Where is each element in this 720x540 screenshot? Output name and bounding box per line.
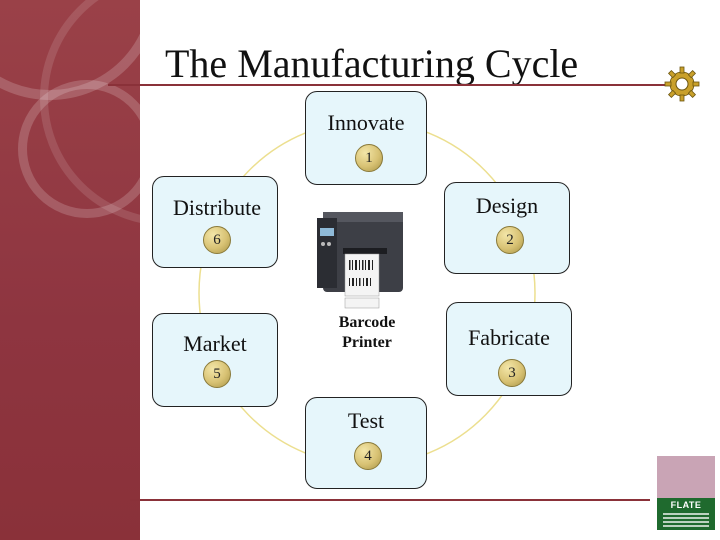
flate-logo: FLATE: [656, 455, 716, 531]
cycle-node-design: Design 2: [444, 182, 570, 274]
title-divider: [108, 84, 668, 86]
logo-name: FLATE: [670, 500, 702, 510]
printer-caption-line: Printer: [342, 334, 392, 351]
node-label: Distribute: [173, 195, 261, 220]
printer-caption-line: Barcode: [338, 314, 396, 331]
node-label: Design: [475, 193, 539, 218]
slide-title: The Manufacturing Cycle: [165, 41, 579, 86]
cycle-node-fabricate: Fabricate 3: [446, 302, 572, 396]
barcode-printer-icon: [317, 212, 403, 309]
cycle-node-distribute: Distribute 6: [152, 176, 278, 268]
step-badge: 1: [355, 144, 383, 172]
step-badge: 5: [203, 360, 231, 388]
node-label: Market: [183, 331, 247, 356]
printer-caption: Barcode Printer: [312, 313, 422, 353]
step-badge: 3: [498, 359, 526, 387]
logo-graphic: [657, 456, 715, 498]
footer-divider: [130, 499, 650, 501]
node-label: Innovate: [327, 110, 405, 135]
side-decoration: [0, 0, 140, 540]
gear-icon: [664, 66, 700, 102]
logo-stripes: [663, 513, 709, 529]
cycle-node-innovate: Innovate 1: [305, 91, 427, 185]
cycle-node-market: Market 5: [152, 313, 278, 407]
cycle-node-test: Test 4: [305, 397, 427, 489]
step-badge: 6: [203, 226, 231, 254]
step-badge: 4: [354, 442, 382, 470]
node-label: Fabricate: [468, 325, 550, 350]
step-badge: 2: [496, 226, 524, 254]
node-label: Test: [347, 408, 385, 433]
